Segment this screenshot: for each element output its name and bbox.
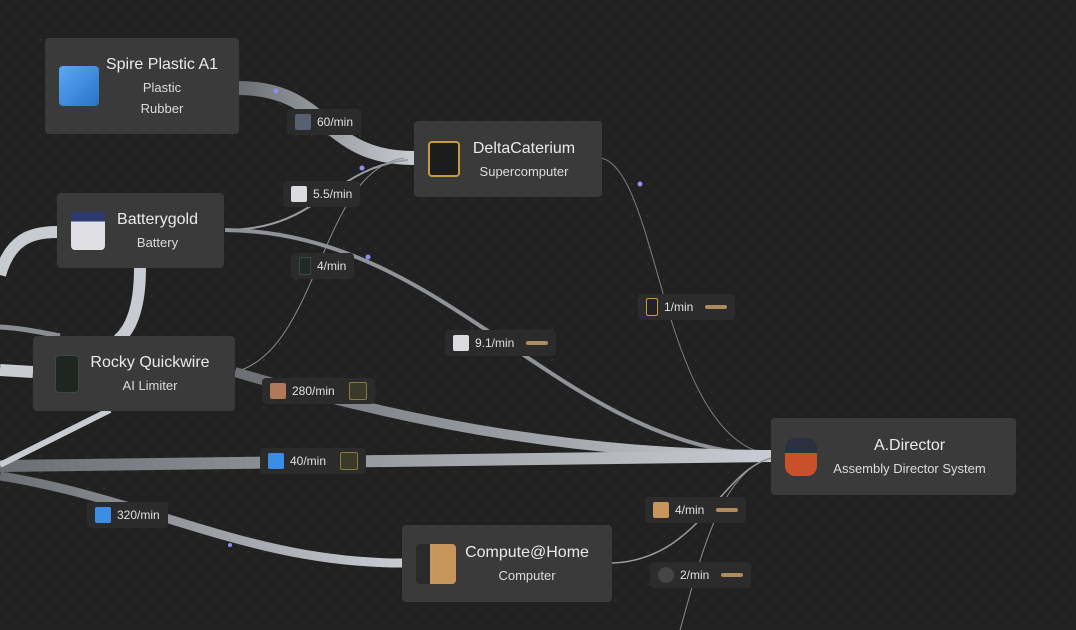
node-product: AI Limiter: [122, 378, 178, 393]
battery-icon: [453, 335, 469, 351]
plastic-icon: [59, 66, 99, 106]
ai-limiter-icon: [55, 354, 79, 393]
assembler-gun-icon: [721, 573, 744, 577]
edge-left-rocky-a: [0, 324, 61, 339]
node-product: Assembly Director System: [833, 461, 986, 476]
assembler-gun-icon: [526, 341, 549, 345]
rate-text: 4/min: [675, 503, 705, 517]
node-batterygold[interactable]: Batterygold Battery: [57, 193, 224, 268]
node-product: Supercomputer: [479, 163, 569, 179]
node-product: Computer: [498, 568, 556, 583]
battery-icon: [291, 186, 307, 202]
machine-icon: [340, 452, 359, 470]
edge-battery-rocky: [113, 267, 146, 345]
rate-text: 9.1/min: [475, 336, 515, 350]
node-a-director[interactable]: A.Director Assembly Director System: [771, 418, 1016, 495]
edge-left-rocky-c: [0, 407, 112, 468]
node-title: Compute@Home: [465, 544, 589, 561]
rubber-icon: [295, 114, 311, 130]
node-title: Batterygold: [117, 211, 198, 228]
edge-label-plastic-compute[interactable]: 320/min: [87, 502, 168, 528]
rate-text: 60/min: [317, 115, 354, 129]
edge-left-rocky-b: [0, 364, 34, 378]
edge-bottom-director: [679, 457, 773, 630]
edge-label-supercomputer[interactable]: 1/min: [638, 294, 736, 320]
edge-label-crystal-oscillator[interactable]: 2/min: [650, 562, 752, 588]
crystal-oscillator-icon: [658, 567, 674, 583]
node-deltacaterium[interactable]: DeltaCaterium Supercomputer: [414, 121, 602, 197]
assembly-director-icon: [785, 437, 817, 476]
edge-label-copper[interactable]: 280/min: [262, 378, 375, 404]
node-product: Battery: [136, 235, 179, 250]
plastic-icon: [95, 507, 111, 523]
battery-icon: [71, 211, 105, 250]
rate-text: 5.5/min: [313, 187, 353, 201]
edge-left-compute: [0, 471, 403, 568]
edge-label-battery[interactable]: 5.5/min: [283, 181, 361, 207]
computer-icon: [416, 543, 456, 584]
node-title: A.Director: [873, 437, 946, 454]
edge-label-battery-director[interactable]: 9.1/min: [445, 330, 557, 356]
assembler-gun-icon: [716, 508, 739, 512]
computer-icon: [653, 502, 669, 518]
copper-sheet-icon: [270, 383, 286, 399]
node-title: Rocky Quickwire: [90, 354, 210, 371]
edge-left-battery: [0, 226, 58, 277]
supercomputer-icon: [428, 141, 460, 177]
edge-left-director: [0, 450, 773, 472]
edge-label-computer[interactable]: 4/min: [645, 497, 747, 523]
supercomputer-icon: [646, 298, 658, 316]
rate-text: 2/min: [680, 568, 710, 582]
node-title: Spire Plastic A1: [105, 56, 219, 73]
edge-label-ai-limiter[interactable]: 4/min: [291, 253, 355, 279]
edge-label-rubber[interactable]: 60/min: [287, 109, 362, 135]
node-product: Plastic: [142, 80, 182, 95]
node-spire-plastic[interactable]: Spire Plastic A1 Plastic Rubber: [45, 38, 239, 134]
node-rocky-quickwire[interactable]: Rocky Quickwire AI Limiter: [33, 336, 235, 411]
rate-text: 4/min: [317, 259, 347, 273]
rate-text: 40/min: [290, 454, 327, 468]
node-product: Rubber: [140, 101, 184, 116]
node-title: DeltaCaterium: [472, 139, 576, 157]
plastic-icon: [268, 453, 284, 469]
rate-text: 320/min: [117, 508, 160, 522]
ai-limiter-icon: [299, 257, 311, 275]
rate-text: 1/min: [664, 300, 694, 314]
assembler-gun-icon: [705, 305, 728, 309]
edge-label-plastic-director[interactable]: 40/min: [260, 448, 367, 474]
machine-icon: [348, 382, 367, 400]
node-compute-home[interactable]: Compute@Home Computer: [402, 525, 612, 602]
rate-text: 280/min: [292, 384, 335, 398]
